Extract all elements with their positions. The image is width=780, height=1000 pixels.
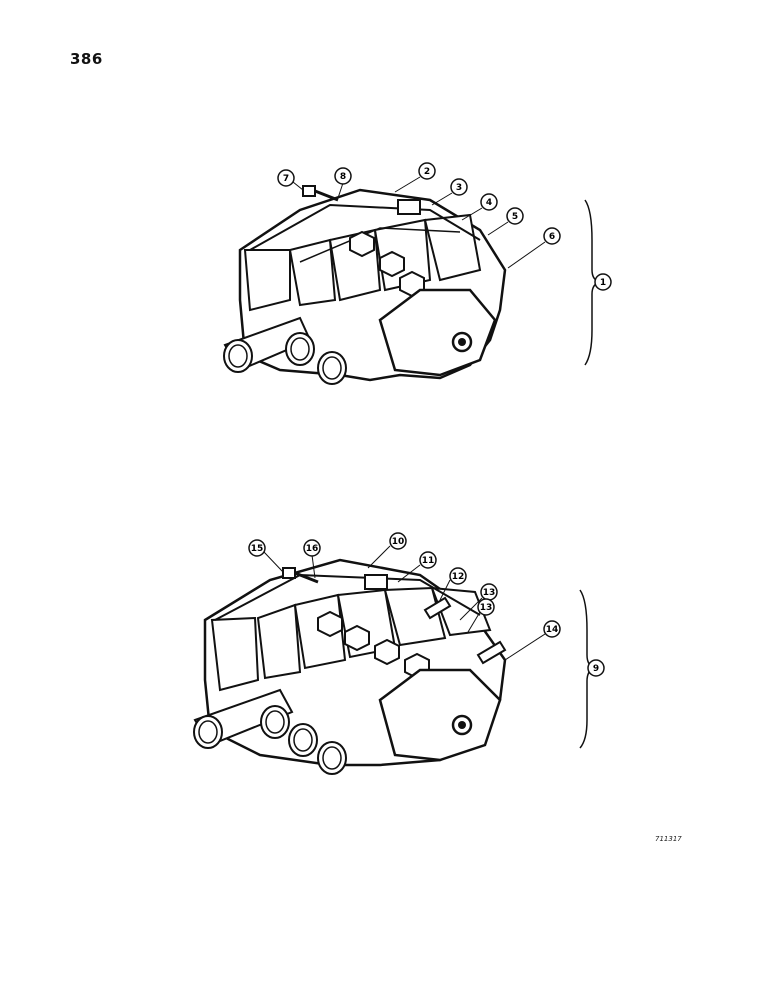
callouts-upper: 7 8 2 3 4 5 6 1: [277, 162, 612, 366]
svg-text:5: 5: [512, 212, 518, 222]
callout-15: 15: [248, 539, 266, 557]
callout-16: 16: [303, 539, 321, 557]
callout-13b: 13: [477, 598, 495, 616]
svg-text:11: 11: [422, 556, 435, 566]
callout-13a: 13: [480, 583, 498, 601]
callout-9: 9: [587, 659, 605, 677]
svg-text:1: 1: [600, 278, 606, 288]
callout-11: 11: [419, 551, 437, 569]
callout-1: 1: [594, 273, 612, 291]
svg-text:9: 9: [593, 664, 599, 674]
svg-text:12: 12: [452, 572, 465, 582]
svg-text:4: 4: [486, 198, 492, 208]
control-valve-upper: [223, 185, 507, 385]
svg-text:8: 8: [340, 172, 346, 182]
page-number: 386: [70, 50, 103, 68]
svg-text:7: 7: [283, 174, 289, 184]
callout-4: 4: [480, 193, 498, 211]
svg-text:13: 13: [483, 588, 496, 598]
svg-text:16: 16: [306, 544, 319, 554]
callout-6: 6: [543, 227, 561, 245]
callout-8: 8: [334, 167, 352, 185]
svg-text:3: 3: [456, 183, 462, 193]
svg-text:15: 15: [251, 544, 264, 554]
svg-text:13: 13: [480, 603, 493, 613]
control-valve-lower: [193, 558, 507, 775]
callout-12: 12: [449, 567, 467, 585]
reference-code: 711317: [655, 835, 682, 843]
svg-text:14: 14: [546, 625, 559, 635]
callout-5: 5: [506, 207, 524, 225]
svg-text:10: 10: [392, 537, 405, 547]
callouts-lower: 15 16 10 11 12 13 13 14: [248, 532, 605, 749]
callout-10: 10: [389, 532, 407, 550]
callout-3: 3: [450, 178, 468, 196]
callout-7: 7: [277, 169, 295, 187]
svg-text:6: 6: [549, 232, 555, 242]
callout-2: 2: [418, 162, 436, 180]
callout-14: 14: [543, 620, 561, 638]
svg-text:2: 2: [424, 167, 430, 177]
